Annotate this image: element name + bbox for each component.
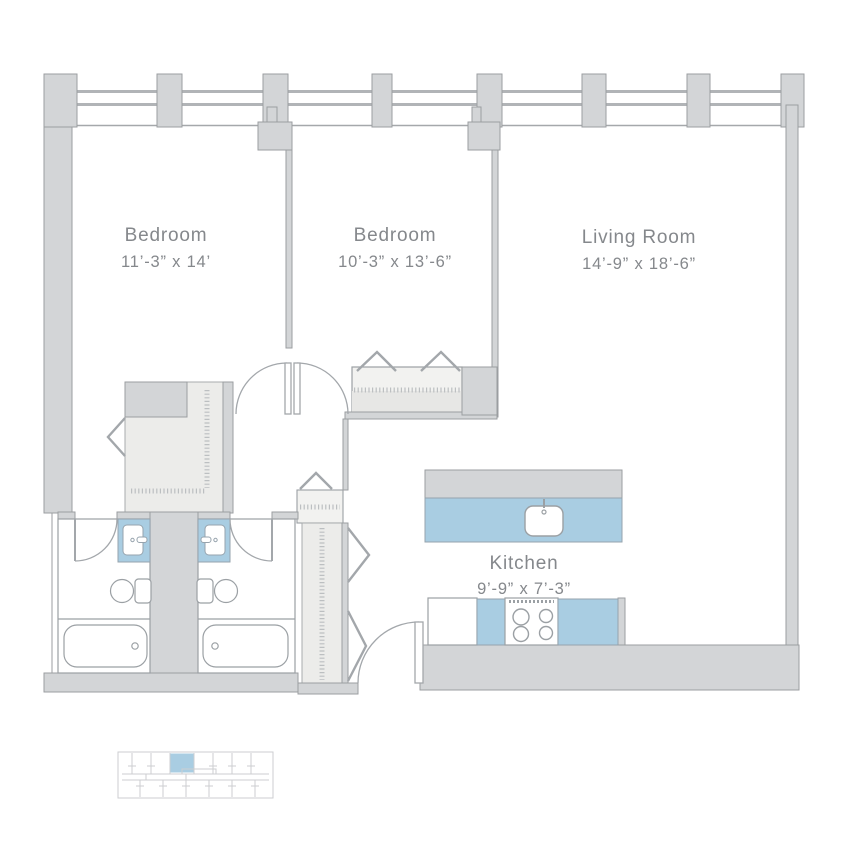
kitchen-counters <box>427 597 619 646</box>
room-dims: 9’-9” x 7’-3” <box>477 580 571 598</box>
bottom-left-wall <box>43 672 299 693</box>
bathroom-left-door-swing <box>74 518 118 562</box>
bedroom2-door-swing <box>296 362 349 415</box>
room-labels: Bedroom 11’-3” x 14’ Bedroom 10’-3” x 13… <box>121 225 696 598</box>
bottom-right-wall <box>419 644 800 691</box>
building-keymap <box>117 751 274 799</box>
keymap-highlighted-unit <box>170 753 194 773</box>
bedroom1-label: Bedroom 11’-3” x 14’ <box>121 225 211 271</box>
room-dims: 14’-9” x 18’-6” <box>582 255 696 273</box>
right-exterior-wall <box>785 104 799 646</box>
corner-pier-left <box>43 73 78 128</box>
window-pier <box>581 73 607 128</box>
room-dims: 11’-3” x 14’ <box>121 253 211 271</box>
window-pier <box>371 73 393 128</box>
closet-doors <box>106 350 461 682</box>
refrigerator <box>427 597 478 646</box>
counter <box>476 598 506 646</box>
entry-door-swing <box>357 621 420 684</box>
kitchen-island <box>424 469 623 543</box>
bathtub-left <box>63 624 148 668</box>
toilet-right <box>196 578 239 604</box>
wardrobe-door <box>420 350 461 372</box>
vanities <box>117 518 231 563</box>
bathtub-right <box>202 624 289 668</box>
counter <box>557 598 619 646</box>
room-name: Kitchen <box>490 553 559 574</box>
living-room-label: Living Room 14’-9” x 18’-6” <box>582 227 696 273</box>
bedroom-divider-wall <box>285 149 293 349</box>
wardrobe-door <box>356 350 397 372</box>
pantry-door <box>346 610 368 682</box>
bedroom1-door-swing <box>235 362 288 415</box>
doors <box>74 362 424 684</box>
walk-in-closet-door <box>106 417 126 457</box>
keymap-outline <box>117 751 274 799</box>
bathroom-right-door-swing <box>229 518 273 562</box>
tub-drain <box>131 642 139 650</box>
vanity-sink-right <box>197 518 231 563</box>
room-name: Bedroom <box>125 225 208 246</box>
walls <box>43 73 805 695</box>
closet-rods <box>131 387 460 680</box>
kitchen-label: Kitchen 9’-9” x 7’-3” <box>477 553 571 598</box>
pantry-door <box>347 527 371 583</box>
kitchen-island-sink <box>524 499 564 537</box>
room-dims: 10’-3” x 13’-6” <box>338 253 452 271</box>
tub-drain <box>211 642 219 650</box>
left-exterior-wall <box>43 73 73 514</box>
entry-door-leaf <box>414 621 424 684</box>
window-pier <box>686 73 711 128</box>
vanity-sink-left <box>117 518 151 563</box>
bathrooms <box>57 518 296 674</box>
bedroom2-door-leaf <box>293 362 301 415</box>
room-name: Bedroom <box>354 225 437 246</box>
bedroom2-label: Bedroom 10’-3” x 13’-6” <box>338 225 452 271</box>
linen-closet-door <box>299 471 333 490</box>
toilet-left <box>109 578 152 604</box>
plumbing-wall <box>149 511 199 676</box>
bedroom1-door-leaf <box>284 362 292 415</box>
room-name: Living Room <box>582 227 696 248</box>
window-pier <box>156 73 183 128</box>
stove-4-burner <box>504 597 559 646</box>
